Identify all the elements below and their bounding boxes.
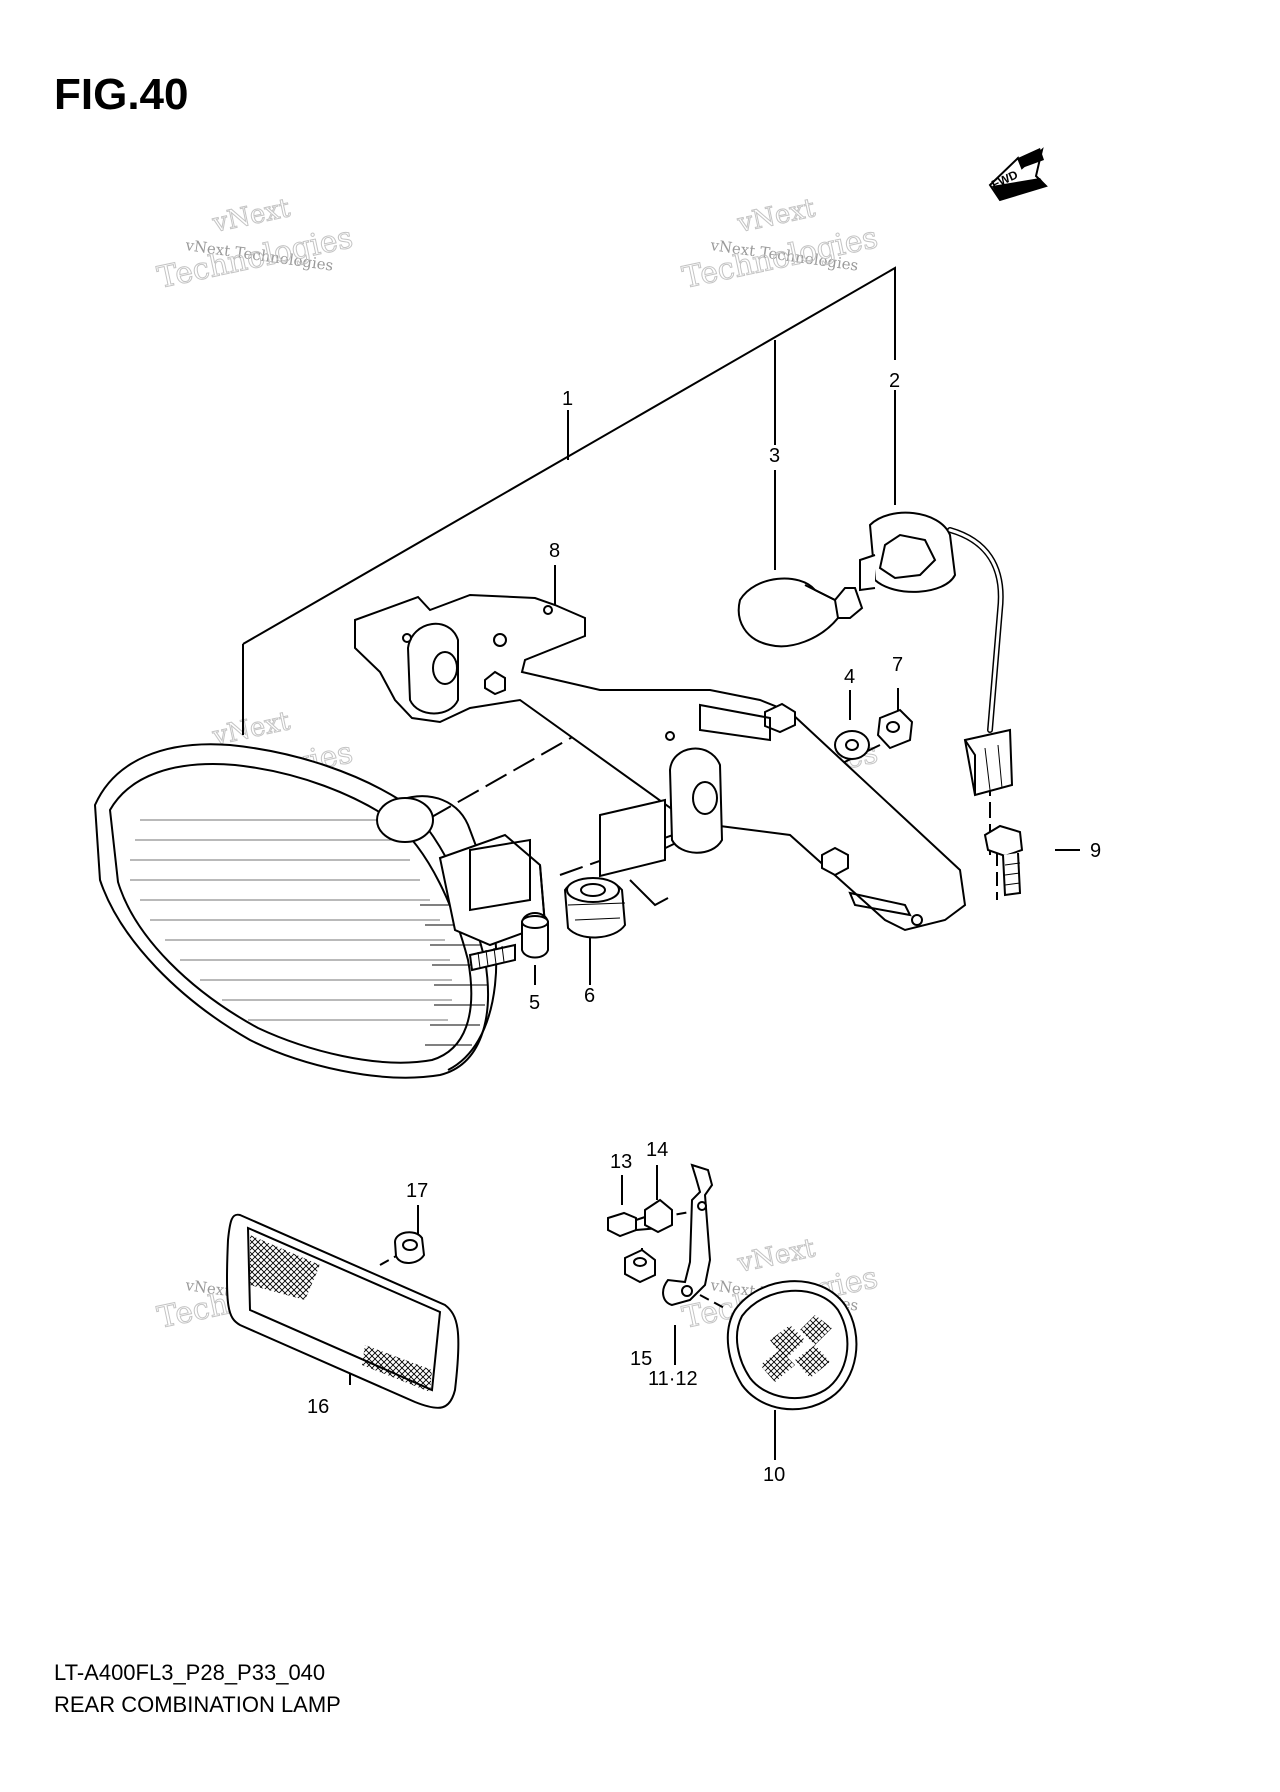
watermark-2: vNext Technologies Technologies vNext [679, 193, 881, 297]
grommet-collar [521, 877, 627, 959]
callout-10: 10 [763, 1464, 785, 1486]
callout-7: 7 [892, 654, 903, 676]
callout-13: 13 [610, 1151, 632, 1173]
rear-combination-lamp [93, 743, 547, 1079]
svg-text:Technologies: Technologies [154, 220, 355, 296]
callout-11-12: 11·12 [648, 1368, 698, 1390]
callout-6: 6 [584, 985, 595, 1007]
bulb [737, 577, 864, 648]
callout-4: 4 [844, 666, 855, 688]
svg-text:vNext: vNext [734, 1233, 818, 1279]
forward-direction-arrow: FWD [988, 147, 1048, 202]
callout-labels: 1 2 3 4 5 6 7 8 9 10 11·12 13 14 15 16 1… [307, 370, 1101, 1486]
nut-14 [644, 1198, 673, 1234]
callout-8: 8 [549, 540, 560, 562]
callout-15: 15 [630, 1348, 652, 1370]
callout-1: 1 [562, 388, 573, 410]
callout-17: 17 [406, 1180, 428, 1202]
callout-2: 2 [889, 370, 900, 392]
callout-14: 14 [646, 1139, 668, 1161]
lamp-bracket [354, 593, 967, 932]
rear-reflector-assembly [607, 1163, 858, 1411]
callout-3: 3 [769, 445, 780, 467]
side-reflector [225, 1213, 460, 1409]
socket-harness [859, 511, 1014, 797]
small-hardware [834, 708, 1024, 897]
svg-text:vNext: vNext [734, 193, 818, 239]
model-code: LT-A400FL3_P28_P33_040 [54, 1660, 326, 1685]
watermark-1: vNext Technologies Technologies vNext [154, 193, 356, 297]
callout-9: 9 [1090, 840, 1101, 862]
reflector-stay [662, 1163, 714, 1307]
diagram-name: REAR COMBINATION LAMP [54, 1692, 341, 1717]
callout-16: 16 [307, 1396, 329, 1418]
callout-5: 5 [529, 992, 540, 1014]
figure-title: FIG.40 [54, 70, 189, 119]
svg-text:Technologies: Technologies [679, 220, 880, 296]
bolt-9 [983, 824, 1024, 858]
screw-13 [607, 1211, 637, 1238]
svg-text:vNext: vNext [209, 193, 293, 239]
